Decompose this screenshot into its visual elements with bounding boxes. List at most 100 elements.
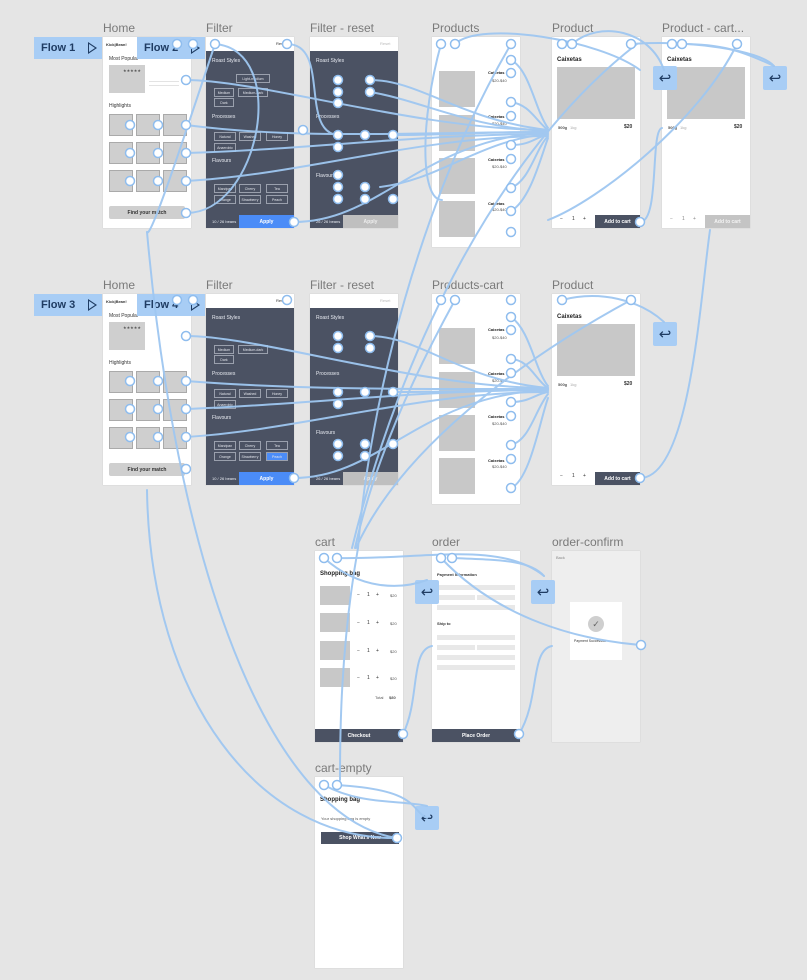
- roast-styles-heading: Roast Styles: [316, 58, 345, 64]
- back-icon[interactable]: ↩: [415, 580, 439, 604]
- frame-title-home-2: Home: [103, 278, 136, 292]
- apply-button-disabled[interactable]: Apply: [343, 472, 398, 485]
- frame-title-home: Home: [103, 21, 136, 35]
- weight-option[interactable]: 500g: [668, 125, 678, 130]
- logo: Kick|Bean!: [106, 299, 127, 304]
- chip-honey[interactable]: Honey: [266, 389, 288, 398]
- chip-natural[interactable]: Natural: [214, 132, 236, 141]
- frame-title-filter-reset-2: Filter - reset: [310, 278, 375, 292]
- chip-medium-dark[interactable]: Medium-dark: [238, 88, 268, 97]
- apply-button[interactable]: Apply: [239, 215, 294, 228]
- chip-medium[interactable]: Medium: [214, 88, 234, 97]
- chip-peach[interactable]: Peach: [266, 195, 288, 204]
- add-to-cart-button[interactable]: Add to cart: [595, 215, 640, 228]
- chip-natural[interactable]: Natural: [214, 389, 236, 398]
- line-price: $20: [390, 621, 397, 626]
- back-icon[interactable]: ↩: [531, 580, 555, 604]
- weight-option[interactable]: 500g: [558, 382, 568, 387]
- qty-value: 1: [572, 473, 575, 479]
- connector: [518, 645, 553, 735]
- qty-minus[interactable]: −: [357, 620, 360, 626]
- frame-title-filter-2: Filter: [206, 278, 233, 292]
- product-price: $20-$40: [492, 78, 507, 83]
- frame-title-order-confirm: order-confirm: [552, 535, 624, 549]
- weight-option-2[interactable]: 1kg: [570, 125, 577, 130]
- chip-marzipan[interactable]: Marzipan: [214, 184, 236, 193]
- shop-whats-new-button[interactable]: Shop What's New: [321, 832, 399, 844]
- chip-orange[interactable]: Orange: [214, 195, 236, 204]
- most-popular-heading: Most Popular: [109, 313, 139, 319]
- qty-plus[interactable]: +: [376, 620, 379, 626]
- chip-dark[interactable]: Dark: [214, 98, 234, 107]
- total-value: $80: [389, 695, 396, 700]
- chip-tea[interactable]: Tea: [266, 184, 288, 193]
- add-to-cart-button-disabled[interactable]: Add to cart: [705, 215, 750, 228]
- qty-minus[interactable]: −: [357, 592, 360, 598]
- qty-minus[interactable]: −: [560, 473, 563, 479]
- chip-anaerobic[interactable]: Anaerobic: [214, 400, 236, 409]
- chip-washed[interactable]: Washed: [239, 389, 261, 398]
- find-match-button[interactable]: Find your match: [109, 206, 185, 219]
- chip-marzipan[interactable]: Marzipan: [214, 441, 236, 450]
- chip-honey[interactable]: Honey: [266, 132, 288, 141]
- qty-plus[interactable]: +: [693, 216, 696, 222]
- chip-tea[interactable]: Tea: [266, 441, 288, 450]
- qty-plus[interactable]: +: [583, 216, 586, 222]
- qty-minus[interactable]: −: [560, 216, 563, 222]
- highlights-heading: Highlights: [109, 103, 131, 109]
- qty-plus[interactable]: +: [376, 592, 379, 598]
- find-match-button[interactable]: Find your match: [109, 463, 185, 476]
- weight-option-2[interactable]: 1kg: [570, 382, 577, 387]
- back-icon[interactable]: ↩: [653, 66, 677, 90]
- product-price: $20-$40: [492, 164, 507, 169]
- frame-title-filter: Filter: [206, 21, 233, 35]
- weight-option[interactable]: 500g: [558, 125, 568, 130]
- chip-peach[interactable]: Peach: [266, 452, 288, 461]
- chip-strawberry[interactable]: Strawberry: [239, 195, 261, 204]
- add-to-cart-button[interactable]: Add to cart: [595, 472, 640, 485]
- qty-minus[interactable]: −: [357, 648, 360, 654]
- qty-minus[interactable]: −: [670, 216, 673, 222]
- chip-medium[interactable]: Medium: [214, 345, 234, 354]
- chip-anaerobic[interactable]: Anaerobic: [214, 143, 236, 152]
- checkout-button[interactable]: Checkout: [315, 729, 403, 742]
- chip-light-medium[interactable]: Light-medium: [236, 74, 270, 83]
- reset-link[interactable]: Reset: [380, 298, 391, 303]
- frame-title-product-cart: Product - cart...: [662, 21, 745, 35]
- chip-washed[interactable]: Washed: [239, 132, 261, 141]
- flow-2-button[interactable]: Flow 2: [137, 37, 205, 59]
- qty-plus[interactable]: +: [376, 675, 379, 681]
- back-link[interactable]: Back: [556, 555, 565, 560]
- back-icon[interactable]: ↩: [653, 322, 677, 346]
- frame-home-2: Kick|Bean! Most Popular ★★★★★ Highlights…: [103, 294, 191, 485]
- qty-minus[interactable]: −: [357, 675, 360, 681]
- place-order-button[interactable]: Place Order: [432, 729, 520, 742]
- chip-cherry[interactable]: Cherry: [239, 184, 261, 193]
- weight-option-2[interactable]: 1kg: [680, 125, 687, 130]
- chip-strawberry[interactable]: Strawberry: [239, 452, 261, 461]
- apply-button[interactable]: Apply: [239, 472, 294, 485]
- apply-button-disabled[interactable]: Apply: [343, 215, 398, 228]
- reset-link[interactable]: Reset: [380, 41, 391, 46]
- back-icon[interactable]: ↩: [763, 66, 787, 90]
- qty-plus[interactable]: +: [376, 648, 379, 654]
- flavours-heading: Flavours: [212, 415, 232, 421]
- product-price: $20: [624, 124, 633, 130]
- popular-image: [109, 322, 145, 350]
- shopping-bag-heading: Shopping bag: [320, 571, 360, 577]
- chip-cherry[interactable]: Cherry: [239, 441, 261, 450]
- chip-dark[interactable]: Dark: [214, 355, 234, 364]
- chip-orange[interactable]: Orange: [214, 452, 236, 461]
- reset-link[interactable]: Reset: [276, 41, 287, 46]
- back-icon[interactable]: ↩: [415, 806, 439, 830]
- qty-value: 1: [367, 620, 370, 626]
- frame-title-filter-reset: Filter - reset: [310, 21, 375, 35]
- flow-1-button[interactable]: Flow 1: [34, 37, 102, 59]
- frame-title-cart: cart: [315, 535, 336, 549]
- flow-3-button[interactable]: Flow 3: [34, 294, 102, 316]
- chip-medium-dark[interactable]: Medium-dark: [238, 345, 268, 354]
- connector: [402, 645, 433, 735]
- qty-plus[interactable]: +: [583, 473, 586, 479]
- flow-4-button[interactable]: Flow 4: [137, 294, 205, 316]
- reset-link[interactable]: Reset: [276, 298, 287, 303]
